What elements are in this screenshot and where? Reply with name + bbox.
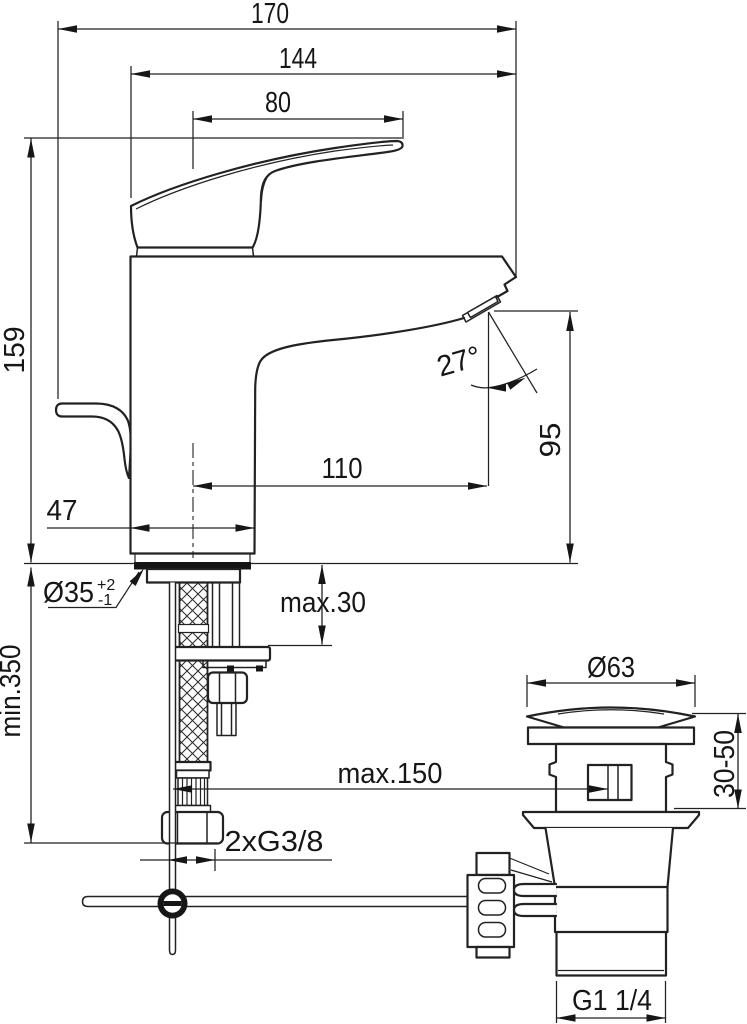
angle-annotation [470,311,538,486]
dimension-arrows [27,25,742,1022]
popup-rod-vertical [168,581,177,956]
label-hole-dia: Ø35 [43,577,94,609]
label-hole-tol-minus: -1 [98,592,112,609]
label-rod-length: max.150 [338,758,443,790]
mounting-nut [206,671,249,737]
rod-clevis-pin-1 [512,882,558,898]
rod-joint [157,888,188,919]
supply-hose [177,581,210,763]
rod-coupling-nut [466,851,558,959]
dia35-leader [48,568,144,609]
label-supply-connection: 2xG3/8 [225,826,324,858]
hose-end-fitting [160,760,225,845]
waste-body [521,742,701,830]
waste-tailpiece [544,826,675,977]
label-waste-height-range: 30-50 [709,730,741,798]
popup-knob [54,402,133,480]
rod-clevis-pin-2 [512,902,558,918]
dimension-lines [30,28,739,1019]
waste-lower-flange [521,810,701,830]
faucet-handle [129,139,404,258]
label-handle-height: 159 [0,327,31,374]
label-hole-tol-plus: +2 [97,577,115,594]
waste-plug [525,706,697,746]
label-waste-dia: Ø63 [587,652,635,684]
popup-rod-horizontal [81,895,469,908]
extension-lines [24,21,746,1023]
label-spout-angle: 27° [433,341,484,384]
label-body-width: 47 [47,495,78,527]
label-handle-span: 144 [279,43,317,75]
label-spout-height: 95 [535,423,567,458]
mounting-shank [145,567,242,584]
label-spout-reach: 110 [322,453,363,485]
label-hose-length: min.350 [0,645,27,738]
label-waste-connection: G1 1/4 [572,985,652,1017]
label-overall-width: 170 [251,0,289,30]
label-handle-reach: 80 [265,87,291,119]
waste-window [586,763,633,802]
rigid-supply-pipe [211,581,241,648]
faucet-body [129,255,518,570]
base-gasket [134,562,251,570]
label-deck-thickness: max.30 [280,587,366,619]
